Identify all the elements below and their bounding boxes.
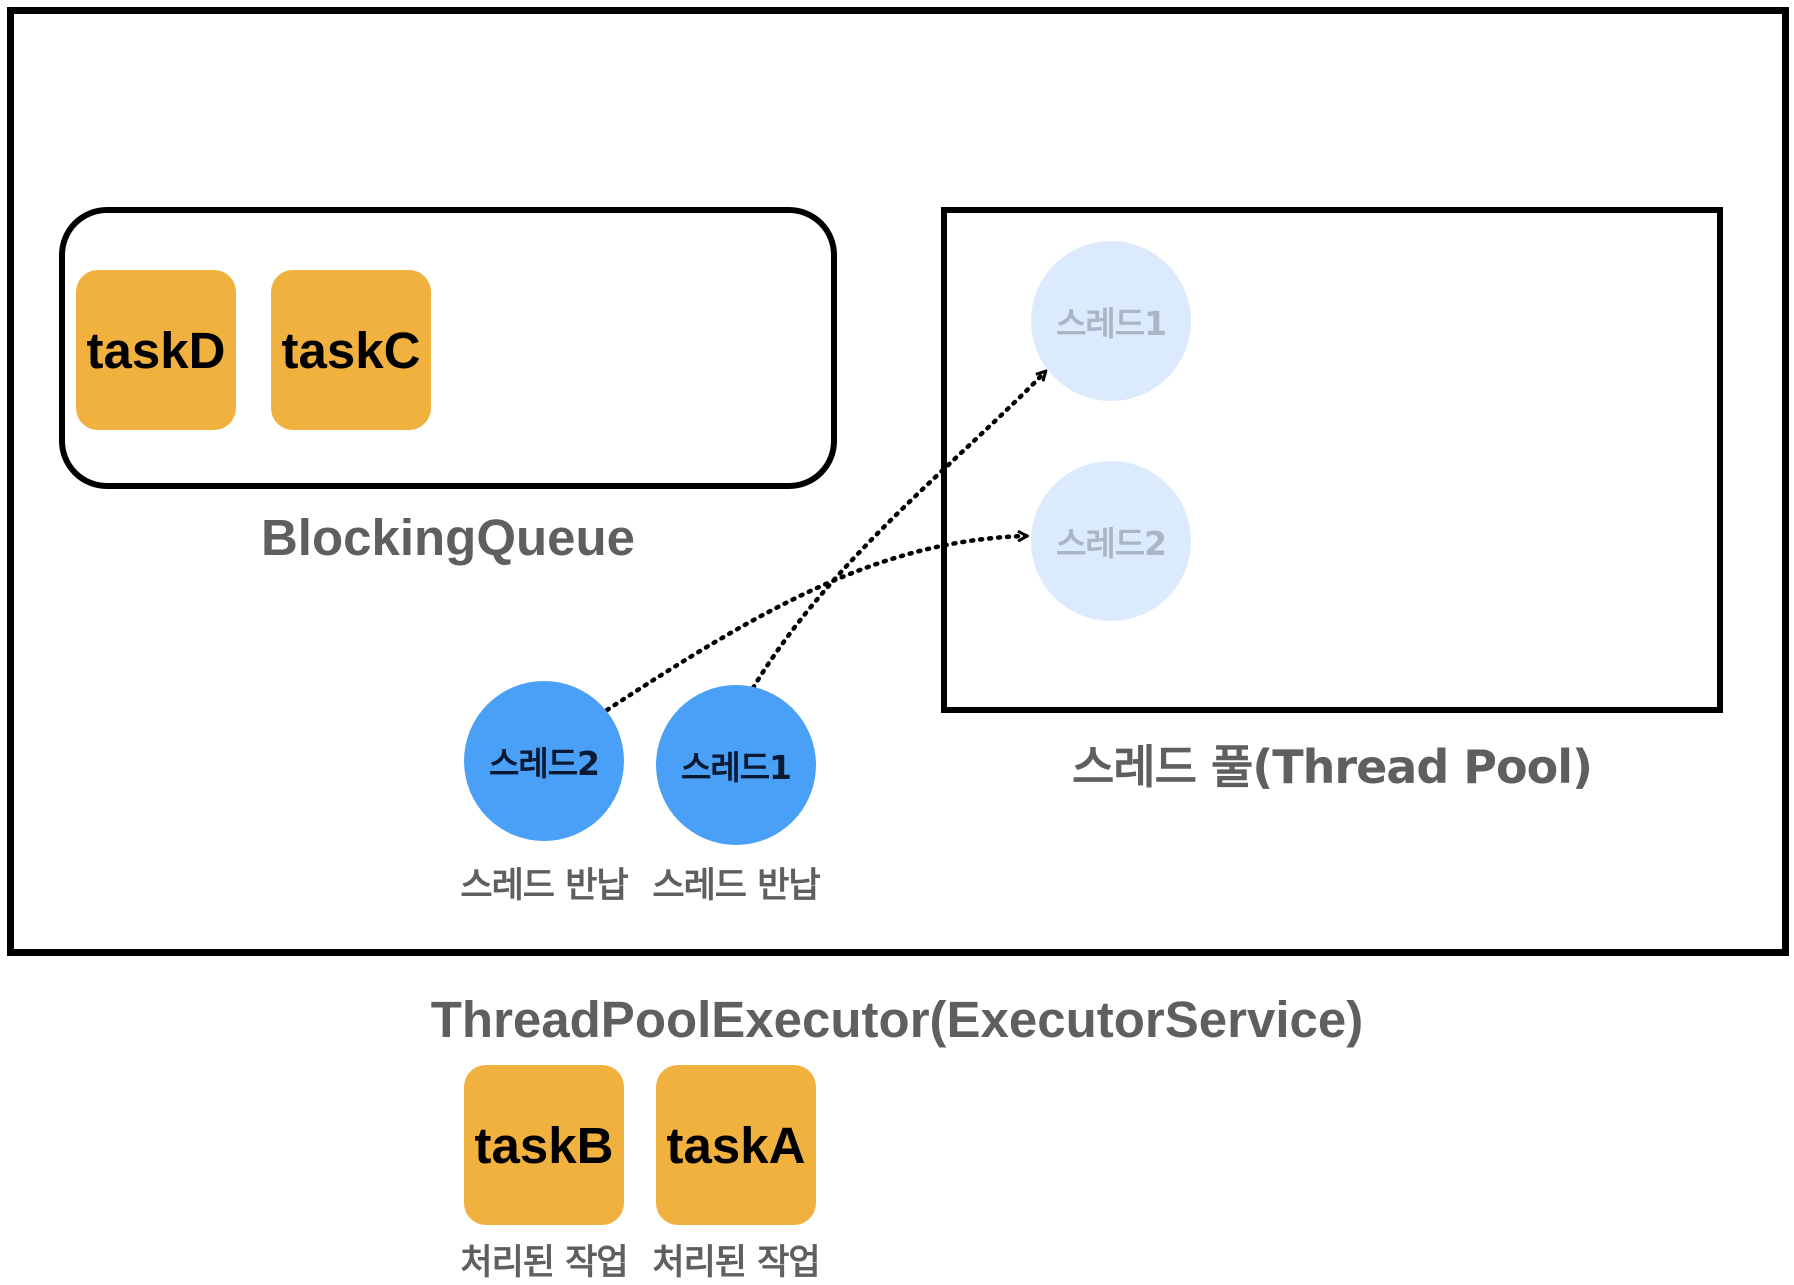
thread-pool-box [941, 207, 1723, 713]
pool-slot-thread-2: 스레드2 [1031, 461, 1191, 621]
arrow-thread2-return [604, 536, 1026, 713]
queued-task-d: taskD [76, 270, 236, 430]
thread-2-return-caption: 스레드 반납 [460, 866, 628, 906]
arrow-thread1-return [750, 372, 1045, 691]
task-a-caption: 처리된 작업 [652, 1243, 820, 1283]
thread-1-return-caption: 스레드 반납 [652, 866, 820, 906]
task-b-caption: 처리된 작업 [460, 1243, 628, 1283]
completed-task-a: taskA [656, 1065, 816, 1225]
queued-task-c: taskC [271, 270, 431, 430]
thread-pool-label: 스레드 풀(Thread Pool) [1071, 740, 1593, 794]
executor-label: ThreadPoolExecutor(ExecutorService) [430, 991, 1364, 1048]
blocking-queue-box [59, 207, 837, 489]
returning-thread-2: 스레드2 [464, 681, 624, 841]
returning-thread-1: 스레드1 [656, 685, 816, 845]
executor-frame [7, 7, 1789, 956]
pool-slot-thread-1: 스레드1 [1031, 241, 1191, 401]
completed-task-b: taskB [464, 1065, 624, 1225]
blocking-queue-label: BlockingQueue [260, 509, 636, 566]
